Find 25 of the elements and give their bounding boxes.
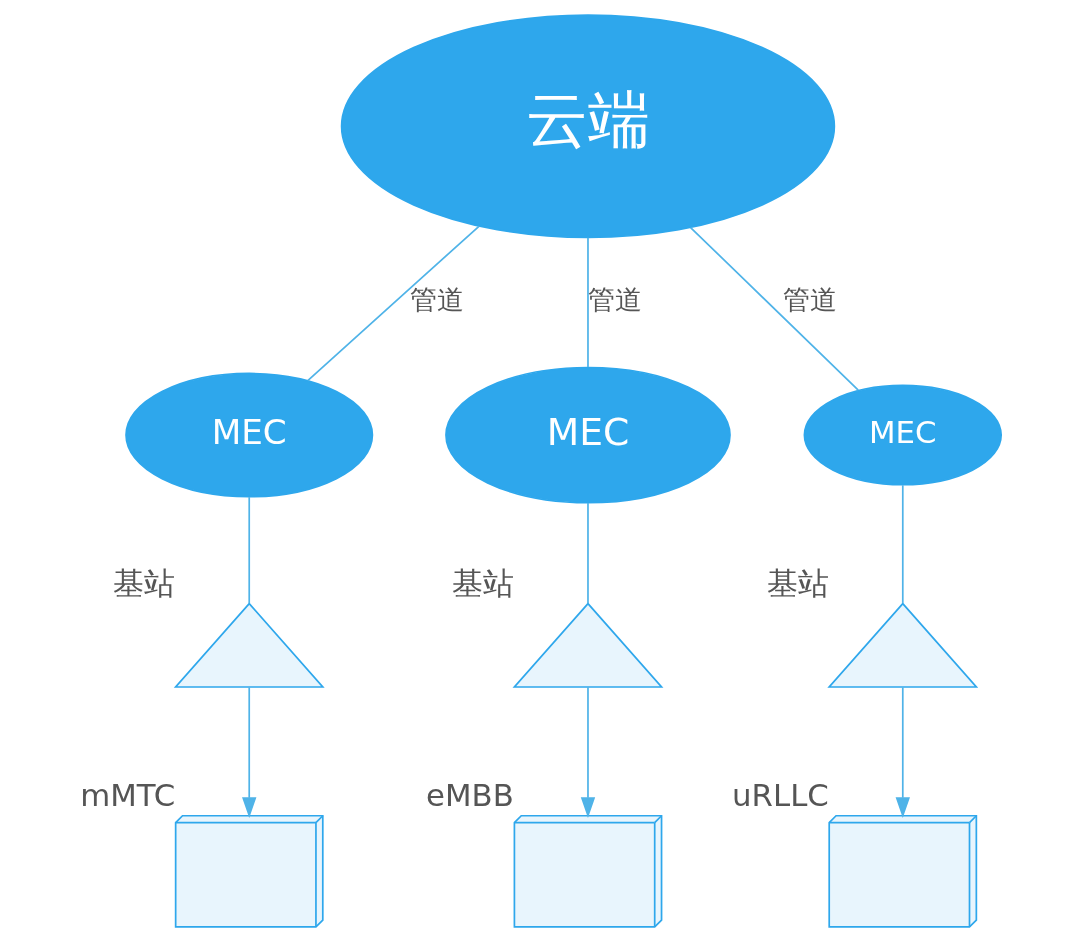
node-label: 基站 <box>766 565 829 602</box>
node-label: uRLLC <box>731 777 829 814</box>
connector <box>586 502 589 605</box>
node-picture <box>512 602 663 688</box>
connector <box>901 484 904 604</box>
connector <box>689 226 859 391</box>
node-ellipse: MEC <box>444 366 731 504</box>
arrow <box>241 686 256 818</box>
node-label: eMBB <box>425 777 514 814</box>
connector <box>247 496 250 605</box>
node-ellipse: MEC <box>803 384 1002 486</box>
node-label: 基站 <box>451 565 514 602</box>
node-picture <box>173 602 325 688</box>
arrow <box>580 686 595 818</box>
edge-label: 管道 <box>587 283 642 315</box>
edge-label: 管道 <box>409 283 464 315</box>
node-ellipse: 云端 <box>340 14 835 239</box>
edge-label: 管道 <box>782 283 837 315</box>
node-ellipse: MEC <box>124 372 373 498</box>
node-label: 基站 <box>112 565 175 602</box>
node-picture <box>826 602 978 688</box>
node-label: mMTC <box>79 777 175 814</box>
arrow <box>895 686 910 818</box>
connector <box>586 236 589 368</box>
connector <box>306 225 480 382</box>
